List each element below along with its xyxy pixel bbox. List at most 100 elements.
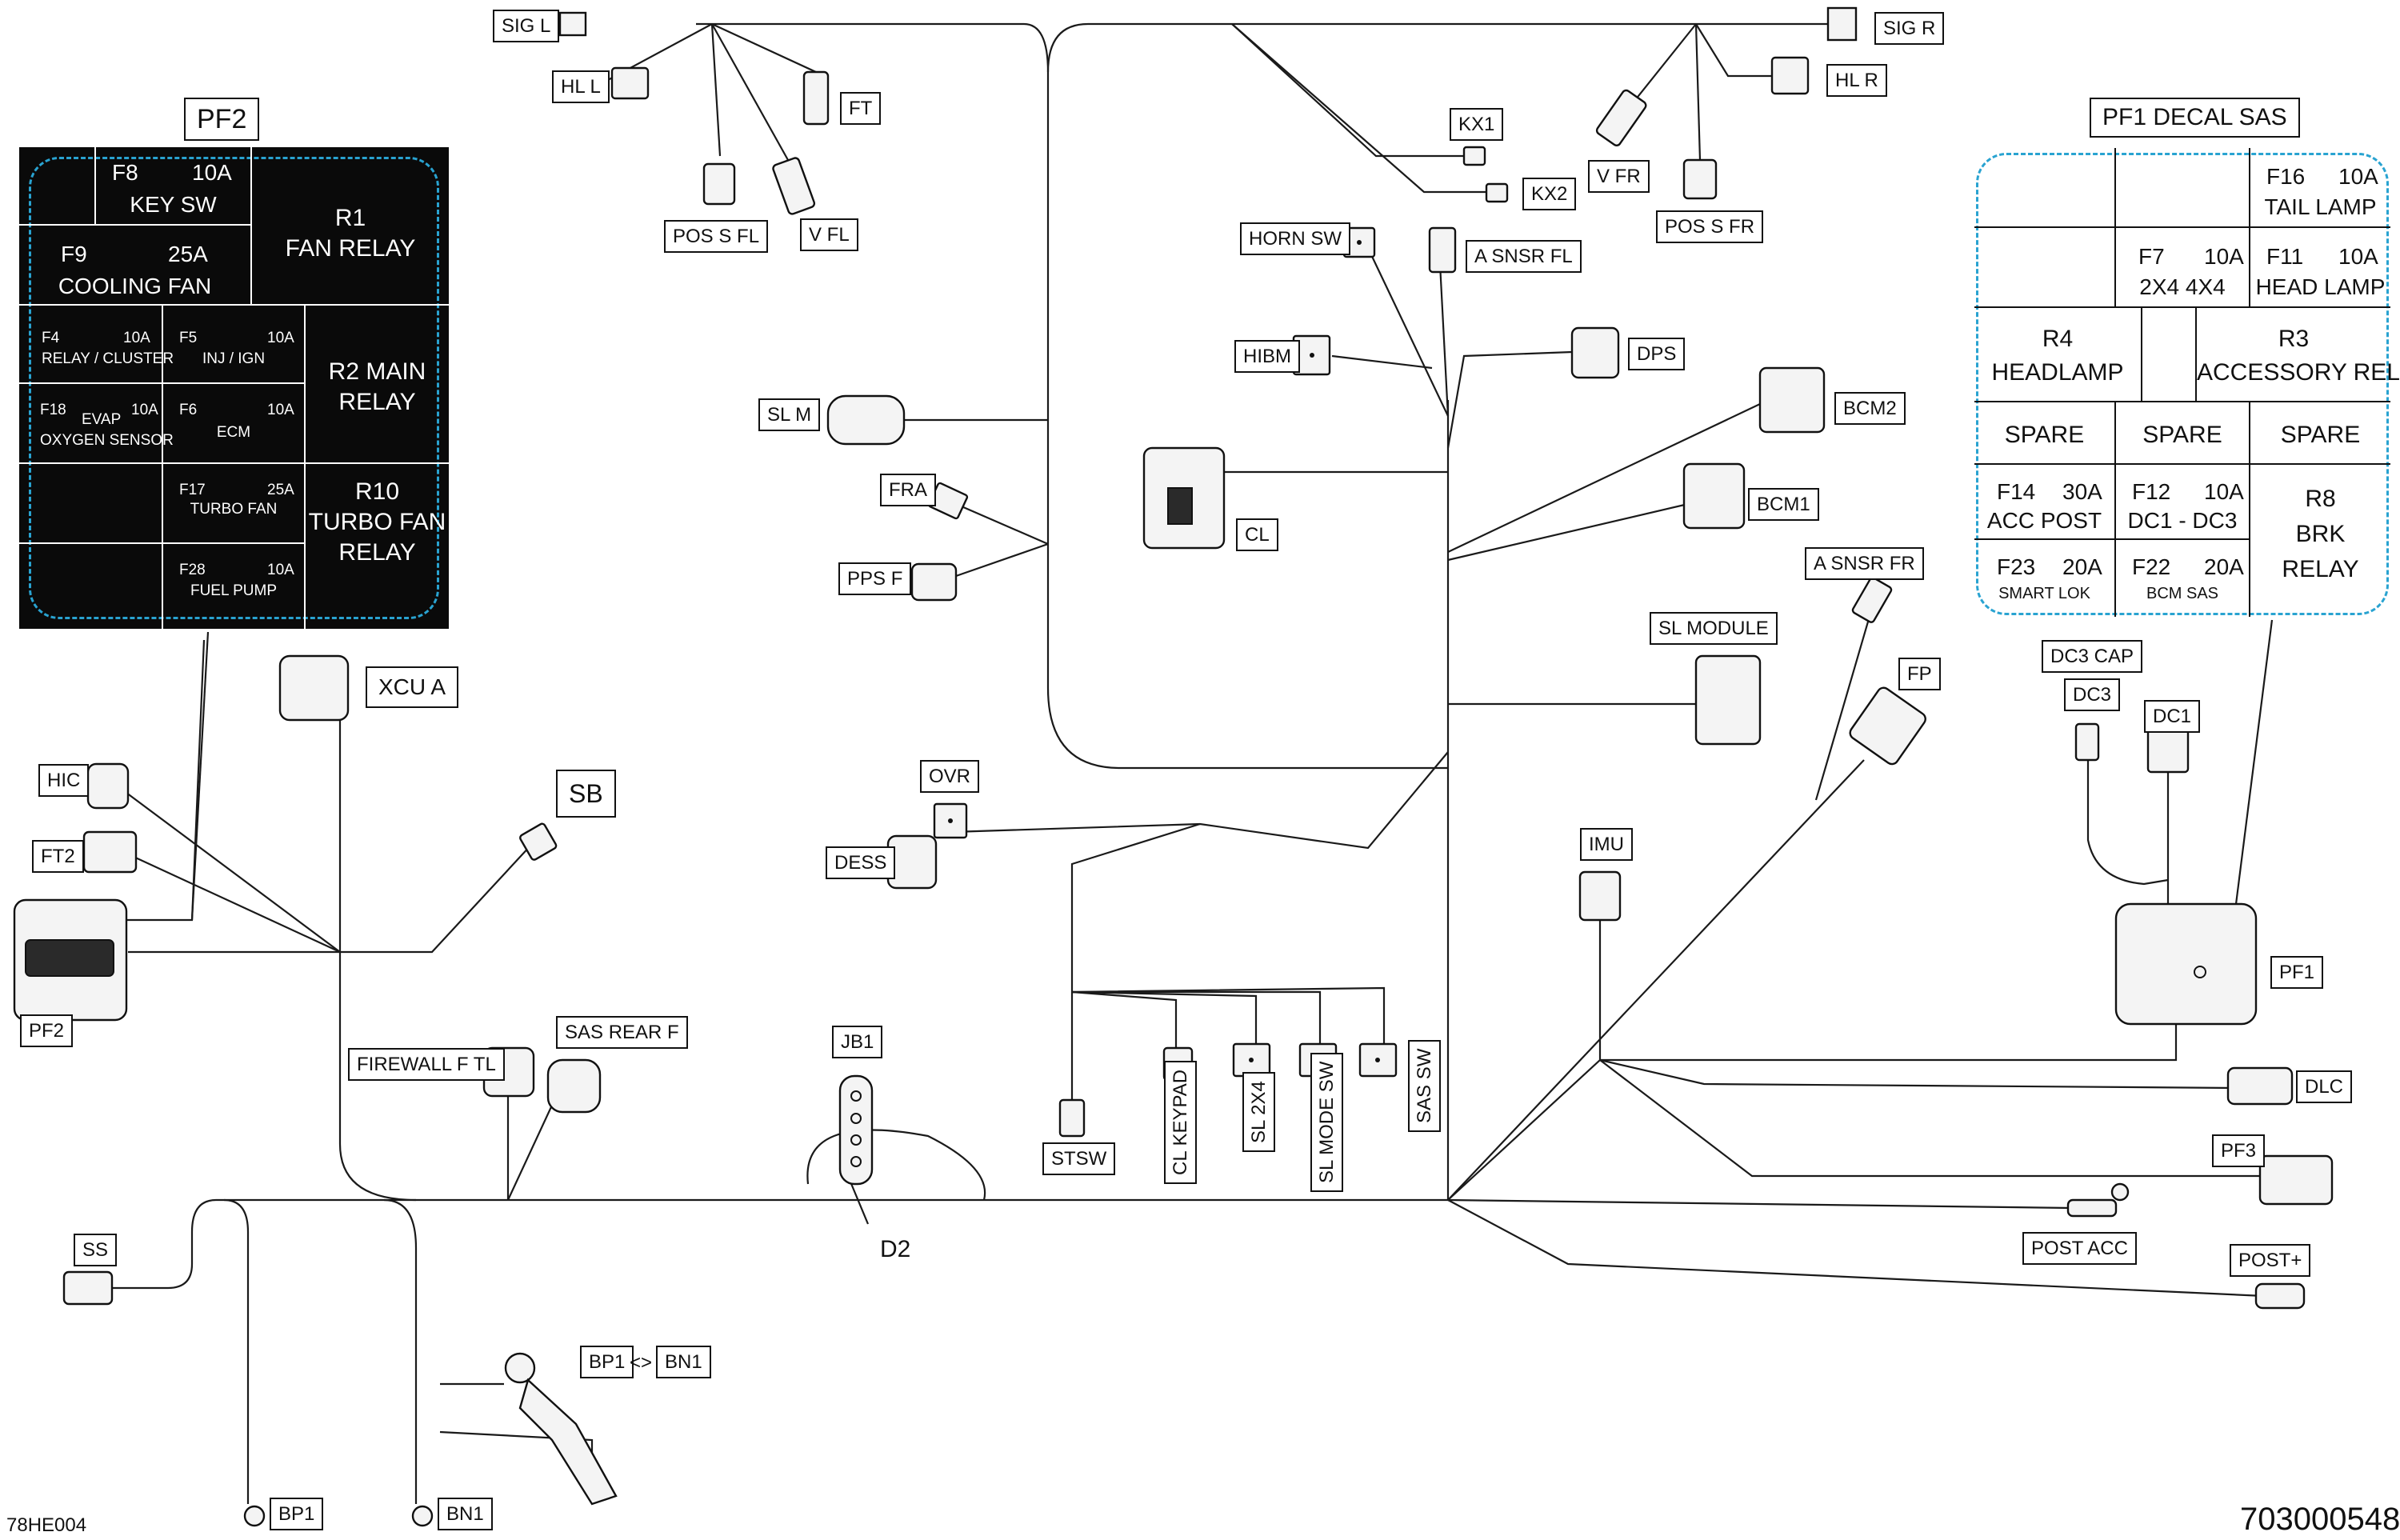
fp-connector-icon	[1849, 686, 1926, 766]
pf2-blank-cell-2	[18, 462, 163, 544]
bn1-label: BN1	[438, 1498, 493, 1530]
sl-2x4-label: SL 2X4	[1242, 1072, 1275, 1152]
pf2-f5-cell: F5 10A INJ / IGN	[162, 304, 306, 384]
pf1-r3-cell: R3 ACCESSORY RELAY	[2195, 306, 2400, 402]
kx1-connector-icon	[1462, 146, 1486, 166]
bn1-ring-terminal-icon	[411, 1505, 434, 1527]
dps-wire	[1446, 350, 1573, 449]
sb-connector-icon	[519, 822, 558, 861]
kx2-connector-icon	[1485, 182, 1509, 203]
pf2-r2-cell: R2 MAIN RELAY	[304, 304, 450, 464]
bcm2-wire	[1447, 403, 1761, 553]
hl-l-label: HL L	[552, 70, 610, 103]
pf2-f18-cell: F18 EVAP 10A OXYGEN SENSOR	[18, 382, 174, 464]
bp1-label: BP1	[270, 1498, 324, 1530]
pf2-blank-cell-3	[18, 542, 163, 630]
bn1-drop	[383, 1198, 418, 1504]
a-snsr-fr-wire	[1814, 607, 1874, 801]
pf1-connector-label: PF1	[2270, 956, 2324, 989]
v-fr-label: V FR	[1588, 160, 1650, 193]
pf2-f9-cell: F9 25A COOLING FAN	[18, 224, 252, 306]
pps-f-label: PPS F	[838, 562, 912, 595]
a-snsr-fl-label: A SNSR FL	[1466, 240, 1582, 273]
a-snsr-fr-connector-icon	[1851, 577, 1893, 623]
pf1-blank-cell	[1974, 148, 2116, 228]
pf2-box-title: PF2	[184, 98, 260, 141]
pf2-blank-cell	[18, 146, 96, 226]
pps-f-wire	[955, 542, 1049, 578]
pf2-connector-icon	[13, 898, 128, 1022]
v-fr-connector-icon	[1595, 89, 1647, 147]
d2-label: D2	[880, 1236, 911, 1262]
pf2-dash-outline	[29, 157, 439, 619]
pf1-decal-title: PF1 DECAL SAS	[2090, 98, 2300, 138]
ft-connector-icon	[802, 70, 830, 126]
bcm2-connector-icon	[1758, 366, 1826, 434]
upper-left-loop	[696, 22, 1448, 770]
hic-label: HIC	[38, 764, 90, 797]
v-fr-wire	[1631, 23, 1697, 105]
sl-mode-sw-label: SL MODE SW	[1310, 1052, 1343, 1192]
sl-2x4-wire	[1071, 990, 1258, 1056]
dc3-label: DC3	[2064, 678, 2121, 711]
cl-connector-icon	[1142, 446, 1226, 550]
pos-s-fl-wire	[710, 23, 722, 157]
bcm2-label: BCM2	[1834, 392, 1906, 425]
bcm1-wire	[1447, 502, 1689, 562]
pf1-f23-cell: F23 20A SMART LOK	[1974, 538, 2116, 617]
v-fl-connector-icon	[772, 157, 816, 215]
pf1-r8-cell: R8 BRK RELAY	[2249, 463, 2390, 617]
imu-connector-icon	[1578, 870, 1622, 922]
bp1-pair-label-right: BN1	[656, 1346, 711, 1378]
post-plus-terminal-icon	[2254, 1282, 2306, 1310]
ft2-label: FT2	[32, 840, 84, 873]
pf2-f17-cell: F17 25A TURBO FAN	[162, 462, 306, 544]
post-acc-wire	[1447, 1198, 2073, 1210]
battery-post-icon	[504, 1352, 618, 1506]
dc3-wire	[2086, 752, 2169, 886]
sas-rear-f-label: SAS REAR F	[556, 1016, 688, 1049]
hic-connector-icon	[86, 762, 130, 810]
pf2-box-pointer	[190, 631, 210, 921]
imu-wire	[1447, 920, 1602, 1201]
pf3-connector-icon	[2258, 1154, 2334, 1206]
fra-wire	[955, 502, 1049, 546]
ss-label: SS	[74, 1234, 118, 1266]
sl-module-label: SL MODULE	[1650, 612, 1778, 645]
dc3-connector-icon	[2074, 722, 2100, 762]
pf1-dash-outline	[1976, 153, 2389, 615]
pf2-f6-cell: F6 10A ECM	[162, 382, 306, 464]
post-acc-label: POST ACC	[2022, 1232, 2137, 1265]
sl-m-connector-icon	[826, 394, 906, 446]
kx2-wire	[1231, 23, 1488, 194]
a-snsr-fr-label: A SNSR FR	[1805, 547, 1924, 580]
pf1-blank-cell-3	[1974, 226, 2116, 308]
hl-r-connector-icon	[1770, 56, 1810, 95]
pos-s-fr-connector-icon	[1682, 158, 1718, 200]
pf2-fan-1	[119, 787, 341, 953]
cl-keypad-wire	[1071, 990, 1178, 1056]
pf1-blank-cell-2	[2114, 148, 2250, 228]
pf3-label: PF3	[2212, 1134, 2266, 1167]
sl-mode-sw-wire	[1072, 990, 1322, 1056]
sas-sw-label: SAS SW	[1408, 1039, 1441, 1132]
pf1-decal-sas: F16 10A TAIL LAMP F7 10A 2X4 4X4 F11 10A…	[1974, 148, 2400, 617]
sas-sw-connector-icon	[1358, 1042, 1398, 1078]
xcu-vertical	[338, 720, 417, 1202]
sig-r-connector-icon	[1826, 6, 1858, 42]
pos-s-fl-label: POS S FL	[664, 220, 769, 253]
jb1-connector-icon	[838, 1074, 874, 1186]
hibm-connector-icon	[1292, 334, 1331, 376]
pf1-blank-cell-4	[2141, 306, 2197, 402]
pos-s-fr-label: POS S FR	[1656, 210, 1764, 243]
kx2-label: KX2	[1522, 178, 1577, 210]
ft2-connector-icon	[82, 830, 138, 874]
v-fl-wire	[711, 23, 789, 161]
upper-right-loop	[1046, 22, 1832, 73]
a-snsr-fl-wire	[1438, 263, 1450, 417]
stsw-label: STSW	[1042, 1142, 1116, 1175]
sas-rear-f-connector-icon	[546, 1058, 602, 1114]
pf2-fan-3	[128, 843, 533, 954]
dc1-label: DC1	[2144, 700, 2201, 733]
